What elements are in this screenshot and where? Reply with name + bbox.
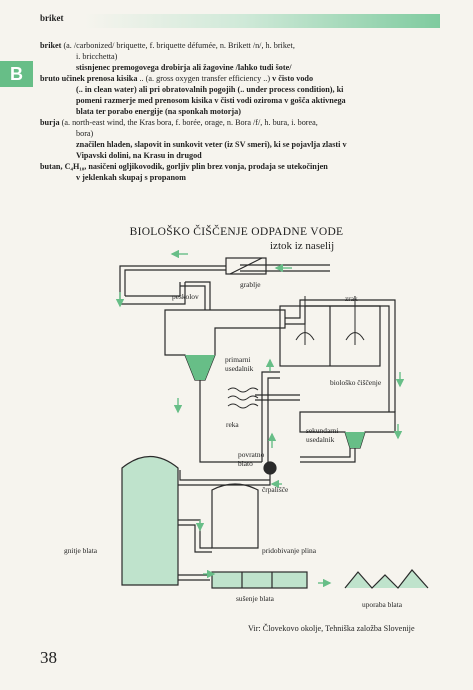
entry-gloss: bora) xyxy=(76,129,94,138)
entry-definition: značilen hladen, slapovit in sunkovit ve… xyxy=(76,140,347,149)
label-bioloski: biološko čiščenje xyxy=(330,378,382,387)
source-caption: Vir: Človekovo okolje, Tehniška založba … xyxy=(248,624,415,633)
entry-definition: blata ter porabo energije (na sponkah mo… xyxy=(76,107,241,116)
label-peskolov: peskolov xyxy=(172,292,199,301)
entry-definition: v jeklenkah skupaj s propanom xyxy=(76,173,186,182)
running-head-bar xyxy=(84,14,440,28)
entry-definition: nasičeni ogljikovodik, gorljiv plin brez… xyxy=(88,162,328,171)
entry-term: bruto učinek prenosa kisika xyxy=(40,74,138,83)
entry-definition: pomeni razmerje med prenosom kisika v či… xyxy=(76,96,346,105)
label-uporaba-blata: uporaba blata xyxy=(362,600,403,609)
entry-definition: v čisto vodo xyxy=(272,74,314,83)
label-susenje-blata: sušenje blata xyxy=(236,594,274,603)
entry-briket: briket (a. /carbonized/ briquette, f. br… xyxy=(40,40,450,73)
entry-definition: (.. in clean water) ali pri obratovalnih… xyxy=(76,85,344,94)
entry-definition: Vipavski dolini, na Krasu in drugod xyxy=(76,151,202,160)
entry-gloss: i. bricchetta) xyxy=(76,52,118,61)
label-gnitje-blata: gnitje blata xyxy=(64,546,98,555)
diagram-subtitle: iztok iz naselij xyxy=(270,240,335,252)
gas-tank xyxy=(211,483,259,549)
digester xyxy=(121,456,179,586)
entry-definition: stisnjenec premogovega drobirja ali žago… xyxy=(76,63,292,72)
drying-beds xyxy=(211,571,308,589)
entry-gloss: (a. north-east wind, the Kras bora, f. b… xyxy=(61,118,318,127)
entry-burja: burja (a. north-east wind, the Kras bora… xyxy=(40,117,450,161)
diagram-title: BIOLOŠKO ČIŠČENJE ODPADNE VODE xyxy=(129,226,344,238)
entry-term: butan xyxy=(40,162,61,171)
page-number: 38 xyxy=(40,648,57,667)
entry-bruto: bruto učinek prenosa kisika .. (a. gross… xyxy=(40,73,450,117)
label-grablje: grablje xyxy=(240,280,261,289)
entry-term: briket xyxy=(40,41,62,50)
entry-term: burja xyxy=(40,118,60,127)
entry-gloss: .. (a. gross oxygen transfer efficiency … xyxy=(139,74,271,83)
glossary-entries: briket (a. /carbonized/ briquette, f. br… xyxy=(40,40,450,183)
label-zrak: zrak xyxy=(345,294,358,303)
entry-butan: butan, C₄H₁₀, nasičeni ogljikovodik, gor… xyxy=(40,162,328,182)
running-head: briket xyxy=(40,13,64,23)
entry-gloss: (a. /carbonized/ briquette, f. briquette… xyxy=(63,41,295,50)
label-reka: reka xyxy=(226,420,239,429)
fields xyxy=(344,569,429,589)
label-pridobivanje-plina: pridobivanje plina xyxy=(262,546,316,555)
entry-formula: C₄H₁₀ xyxy=(64,162,85,171)
section-tab: B xyxy=(0,61,33,87)
wastewater-diagram xyxy=(115,249,429,589)
label-crpalisce: črpališče xyxy=(262,485,289,494)
